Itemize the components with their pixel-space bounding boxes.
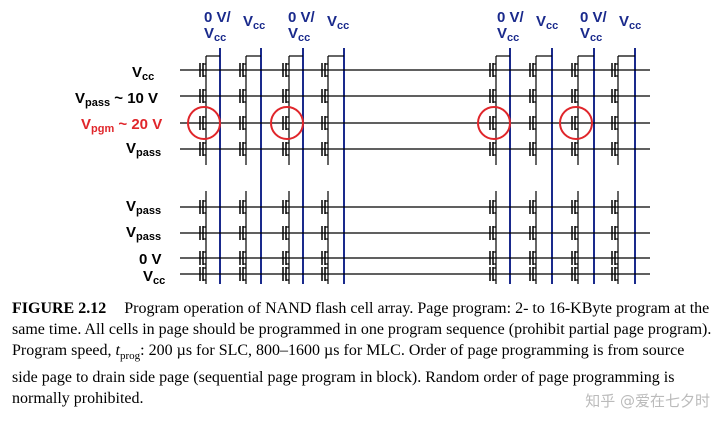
string-break-8 — [614, 165, 622, 191]
string-break-4 — [324, 165, 332, 191]
program-target-circle-4 — [559, 106, 593, 140]
row-label-vcc-bottom: Vcc — [143, 268, 166, 287]
figure-label: FIGURE 2.12 — [12, 300, 107, 317]
bitline-label-8: Vcc — [619, 13, 642, 33]
watermark: 知乎 @爱在七夕时 — [585, 392, 710, 410]
row-label-vpass-10v: Vpass ~ 10 V — [75, 90, 159, 109]
program-target-circle-2 — [270, 106, 304, 140]
string-break-1 — [202, 165, 210, 191]
row-label-vpass-3: Vpass — [126, 198, 162, 217]
row-label-0v: 0 V — [139, 251, 162, 268]
string-break-5 — [492, 165, 500, 191]
row-label-vpass-2: Vpass — [126, 140, 162, 159]
caption-text-1: Program operation of NAND flash cell arr… — [12, 300, 712, 359]
string-break-7 — [574, 165, 582, 191]
bitline-label-4: Vcc — [327, 13, 350, 33]
caption-t: t — [115, 342, 120, 359]
caption-text-2: : 200 µs for SLC, 800–1600 µs for MLC. O… — [12, 342, 685, 408]
bitline-label-3: 0 V/Vcc — [288, 9, 315, 45]
row-label-vcc-top: Vcc — [132, 64, 155, 83]
row-label-vpgm-20v: Vpgm ~ 20 V — [81, 116, 163, 135]
bitline-label-5: 0 V/Vcc — [497, 9, 524, 45]
row-label-vpass-4: Vpass — [126, 224, 162, 243]
program-target-circle-1 — [187, 106, 221, 140]
caption-t-sub: prog — [119, 350, 141, 363]
bitline-label-1: 0 V/Vcc — [204, 9, 231, 45]
string-break-6 — [532, 165, 540, 191]
string-break-2 — [242, 165, 250, 191]
string-break-3 — [285, 165, 293, 191]
bitline-label-7: 0 V/Vcc — [580, 9, 607, 45]
program-target-circle-3 — [477, 106, 511, 140]
bitline-label-2: Vcc — [243, 13, 266, 33]
nand-array-diagram — [180, 48, 650, 284]
bitline-label-6: Vcc — [536, 13, 559, 33]
